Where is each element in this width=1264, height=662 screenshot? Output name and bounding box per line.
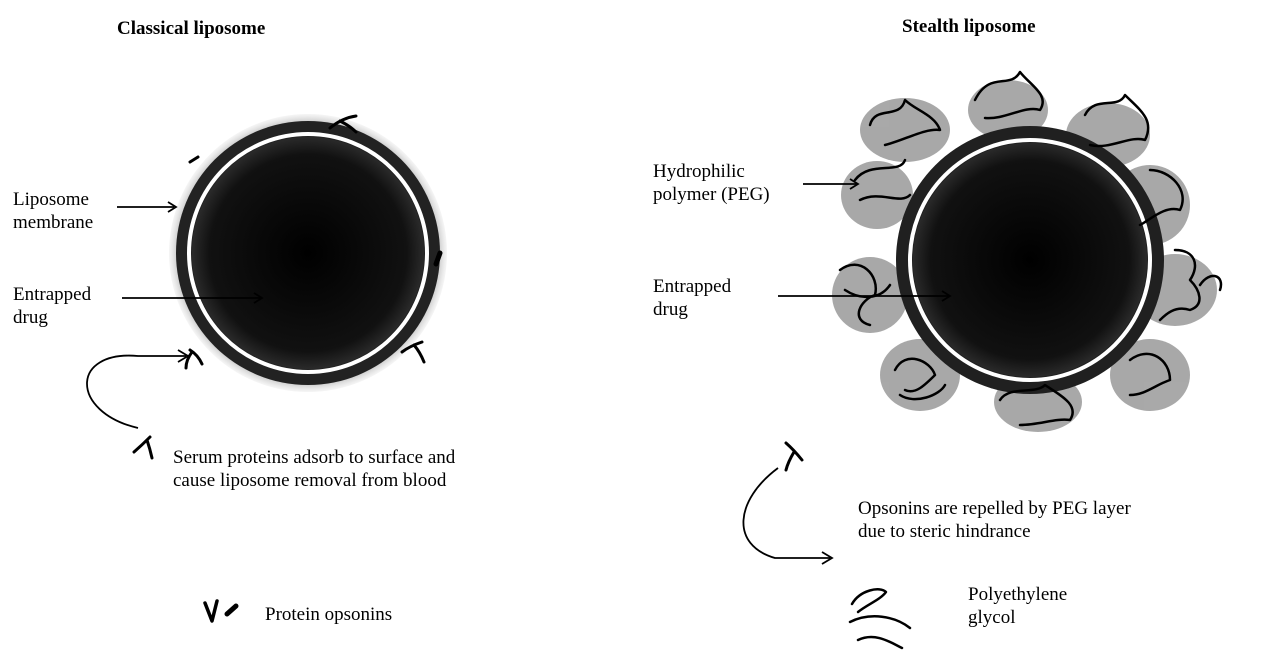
- stealth-liposome: [832, 80, 1217, 432]
- hydrophilic-polymer-label: Hydrophilic polymer (PEG): [653, 160, 770, 206]
- serum-curved-arrow: [87, 356, 186, 428]
- protein-opsonins-legend-icon: [205, 601, 236, 621]
- classical-entrapped-drug-label: Entrapped drug: [13, 283, 91, 329]
- polyethylene-glycol-legend-label: Polyethylene glycol: [968, 583, 1067, 629]
- opsonin-y-shape: [186, 350, 202, 368]
- protein-opsonins-legend-label: Protein opsonins: [265, 603, 392, 626]
- liposome-membrane-label: Liposome membrane: [13, 188, 93, 234]
- opsonin-dot: [190, 157, 198, 162]
- classical-core: [192, 137, 424, 369]
- stealth-core: [913, 143, 1147, 377]
- opsonins-repelled-caption: Opsonins are repelled by PEG layer due t…: [858, 497, 1131, 543]
- stealth-entrapped-drug-label: Entrapped drug: [653, 275, 731, 321]
- serum-opsonin-icon: [134, 437, 152, 458]
- opsonin-curved-arrow: [743, 468, 830, 558]
- serum-proteins-caption: Serum proteins adsorb to surface and cau…: [173, 446, 455, 492]
- repelled-opsonin-icon: [786, 443, 802, 470]
- peg-legend-icon: [850, 589, 910, 648]
